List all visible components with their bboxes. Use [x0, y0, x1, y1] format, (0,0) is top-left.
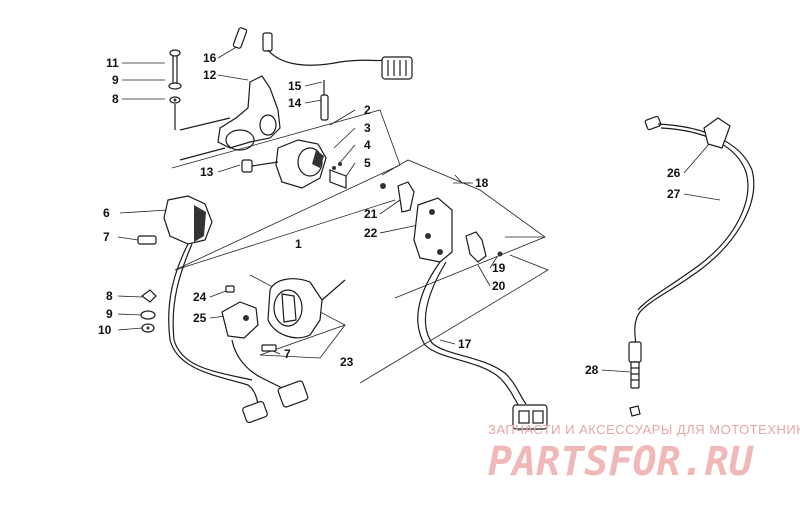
- callout-18: 18: [475, 176, 489, 190]
- callout-9: 9: [106, 307, 113, 321]
- callout-9: 9: [112, 73, 119, 87]
- callout-23: 23: [340, 355, 354, 369]
- pin-14: [320, 80, 329, 121]
- callout-25: 25: [193, 311, 207, 325]
- callout-7: 7: [103, 230, 110, 244]
- lever-bracket: [137, 195, 213, 245]
- callout-11: 11: [106, 56, 119, 70]
- callout-8: 8: [112, 92, 119, 106]
- leader-lines: [117, 44, 721, 373]
- callout-7: 7: [284, 347, 291, 361]
- callout-17: 17: [458, 337, 472, 351]
- watermark: ЗАПЧАСТИ И АКСЕССУАРЫ ДЛЯ МОТОТЕХНИКИ PA…: [488, 422, 800, 485]
- callout-24: 24: [193, 290, 207, 304]
- housing-23: [267, 278, 346, 339]
- callout-8: 8: [106, 289, 113, 303]
- callout-13: 13: [200, 165, 214, 179]
- callout-14: 14: [288, 96, 302, 110]
- washers-left: [140, 289, 157, 333]
- callout-15: 15: [288, 79, 302, 93]
- callout-27: 27: [667, 187, 681, 201]
- handlebar-bracket: [179, 75, 281, 161]
- callout-16: 16: [203, 51, 217, 65]
- callout-labels: 11 9 8 16 12 15 14 2 3 4 5 13 6 7 1 8 9 …: [98, 51, 681, 377]
- switch-body: [241, 139, 347, 189]
- throttle-sensor: [380, 181, 503, 263]
- callout-6: 6: [103, 206, 110, 220]
- callout-3: 3: [364, 121, 371, 135]
- bolt-stack-11: [168, 49, 182, 130]
- callout-26: 26: [667, 166, 681, 180]
- callout-20: 20: [492, 279, 506, 293]
- cable-assembly: [628, 115, 755, 417]
- watermark-tagline: ЗАПЧАСТИ И АКСЕССУАРЫ ДЛЯ МОТОТЕХНИКИ: [488, 422, 800, 437]
- callout-12: 12: [203, 68, 217, 82]
- wire-harness-17: [417, 261, 548, 430]
- callout-2: 2: [364, 103, 371, 117]
- assembly-frames: [171, 109, 549, 384]
- callout-1: 1: [295, 237, 302, 251]
- callout-4: 4: [364, 138, 371, 152]
- callout-19: 19: [492, 261, 506, 275]
- callout-22: 22: [364, 226, 378, 240]
- callout-10: 10: [98, 323, 112, 337]
- wire-harness-15-16: [232, 27, 413, 80]
- watermark-logo: PARTSFOR.RU: [488, 439, 754, 485]
- callout-5: 5: [364, 156, 371, 170]
- callout-21: 21: [364, 207, 378, 221]
- wire-lower-left: [168, 243, 309, 424]
- clamp-25: [221, 285, 277, 352]
- callout-28: 28: [585, 363, 599, 377]
